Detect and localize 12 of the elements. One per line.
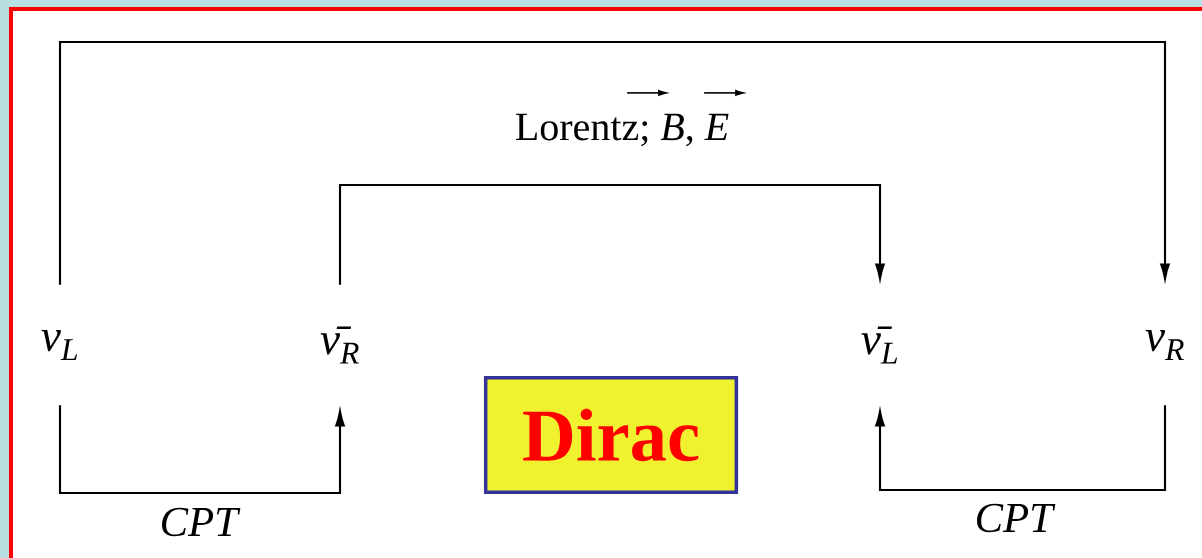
particle-symbol: ν̄$_{L}$ [861, 326, 898, 364]
particle-symbol: ν̄$_{R}$ [320, 326, 359, 364]
arrow [58, 405, 345, 495]
arrow [58, 40, 1170, 285]
arrow [338, 183, 885, 285]
particle-symbol: ν$_{R}$ [1145, 329, 1184, 361]
edge-label: Lorentz; B, E [512, 111, 732, 149]
particle-symbol: ν$_{L}$ [41, 329, 78, 361]
edge-label: CPT [156, 505, 244, 539]
edge-label: CPT [971, 501, 1059, 535]
arrow [875, 405, 1167, 492]
dirac-box: Dirac [483, 375, 739, 495]
